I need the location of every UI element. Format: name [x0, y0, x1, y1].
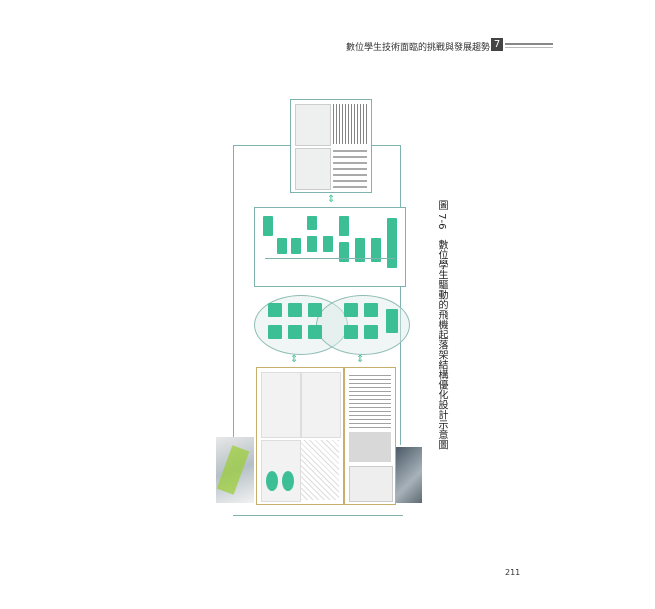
module-box	[308, 325, 322, 339]
analysis-diagram	[261, 440, 301, 502]
running-header-title: 數位學生技術面臨的挑戰與發展趨勢	[345, 43, 490, 53]
flow-step-box	[339, 216, 349, 236]
header-rule-thin	[505, 47, 553, 48]
flow-step-box	[291, 238, 301, 254]
module-box	[344, 325, 358, 339]
connector-line	[233, 145, 234, 445]
module-box	[386, 309, 398, 333]
analysis-diagram	[261, 372, 301, 438]
connector-line	[370, 145, 400, 146]
chapter-number-badge: 7	[491, 38, 503, 51]
module-box	[364, 303, 378, 317]
method-flow-panel	[254, 207, 406, 287]
connector-line	[400, 145, 401, 445]
neural-network-diagram	[301, 440, 339, 500]
module-box	[308, 303, 322, 317]
flow-step-box	[323, 236, 333, 252]
flow-arrow-icon: ⇕	[327, 194, 336, 205]
module-box	[288, 325, 302, 339]
analysis-diagram	[301, 372, 341, 438]
figure-illustration: ⇕ ⇕ ⇕	[210, 95, 425, 520]
flow-step-box	[263, 216, 273, 236]
connector-line	[233, 145, 293, 146]
landing-gear-photo	[396, 447, 422, 503]
result-image	[295, 104, 331, 146]
data-blocks	[349, 432, 391, 462]
data-panel	[344, 367, 396, 505]
module-box	[288, 303, 302, 317]
flow-arrow-icon: ⇕	[290, 354, 299, 365]
result-image	[333, 104, 367, 144]
data-table	[349, 372, 391, 428]
module-box	[364, 325, 378, 339]
module-box	[268, 325, 282, 339]
flow-step-box	[307, 216, 317, 230]
module-box	[268, 303, 282, 317]
flow-step-box	[339, 242, 349, 262]
page-number: 211	[505, 568, 521, 577]
aircraft-shape	[216, 445, 250, 495]
green-disc	[282, 471, 294, 491]
analysis-panel	[256, 367, 344, 505]
green-disc	[266, 471, 278, 491]
module-box	[344, 303, 358, 317]
landing-gear-image	[349, 466, 393, 502]
result-image	[295, 148, 331, 190]
result-panel	[290, 99, 372, 193]
flow-connector	[265, 258, 395, 259]
header-rule	[505, 43, 553, 45]
flow-step-box	[277, 238, 287, 254]
flow-step-box	[307, 236, 317, 252]
connector-line	[233, 515, 403, 516]
aircraft-photo	[216, 437, 254, 503]
flow-step-box	[387, 218, 397, 268]
result-image	[333, 148, 367, 188]
flow-arrow-icon: ⇕	[356, 354, 365, 365]
flow-step-box	[371, 238, 381, 262]
flow-step-box	[355, 238, 365, 262]
figure-caption: 圖 7-6 數位學生驅動的飛機起落架結構優化設計示意圖	[436, 200, 447, 450]
